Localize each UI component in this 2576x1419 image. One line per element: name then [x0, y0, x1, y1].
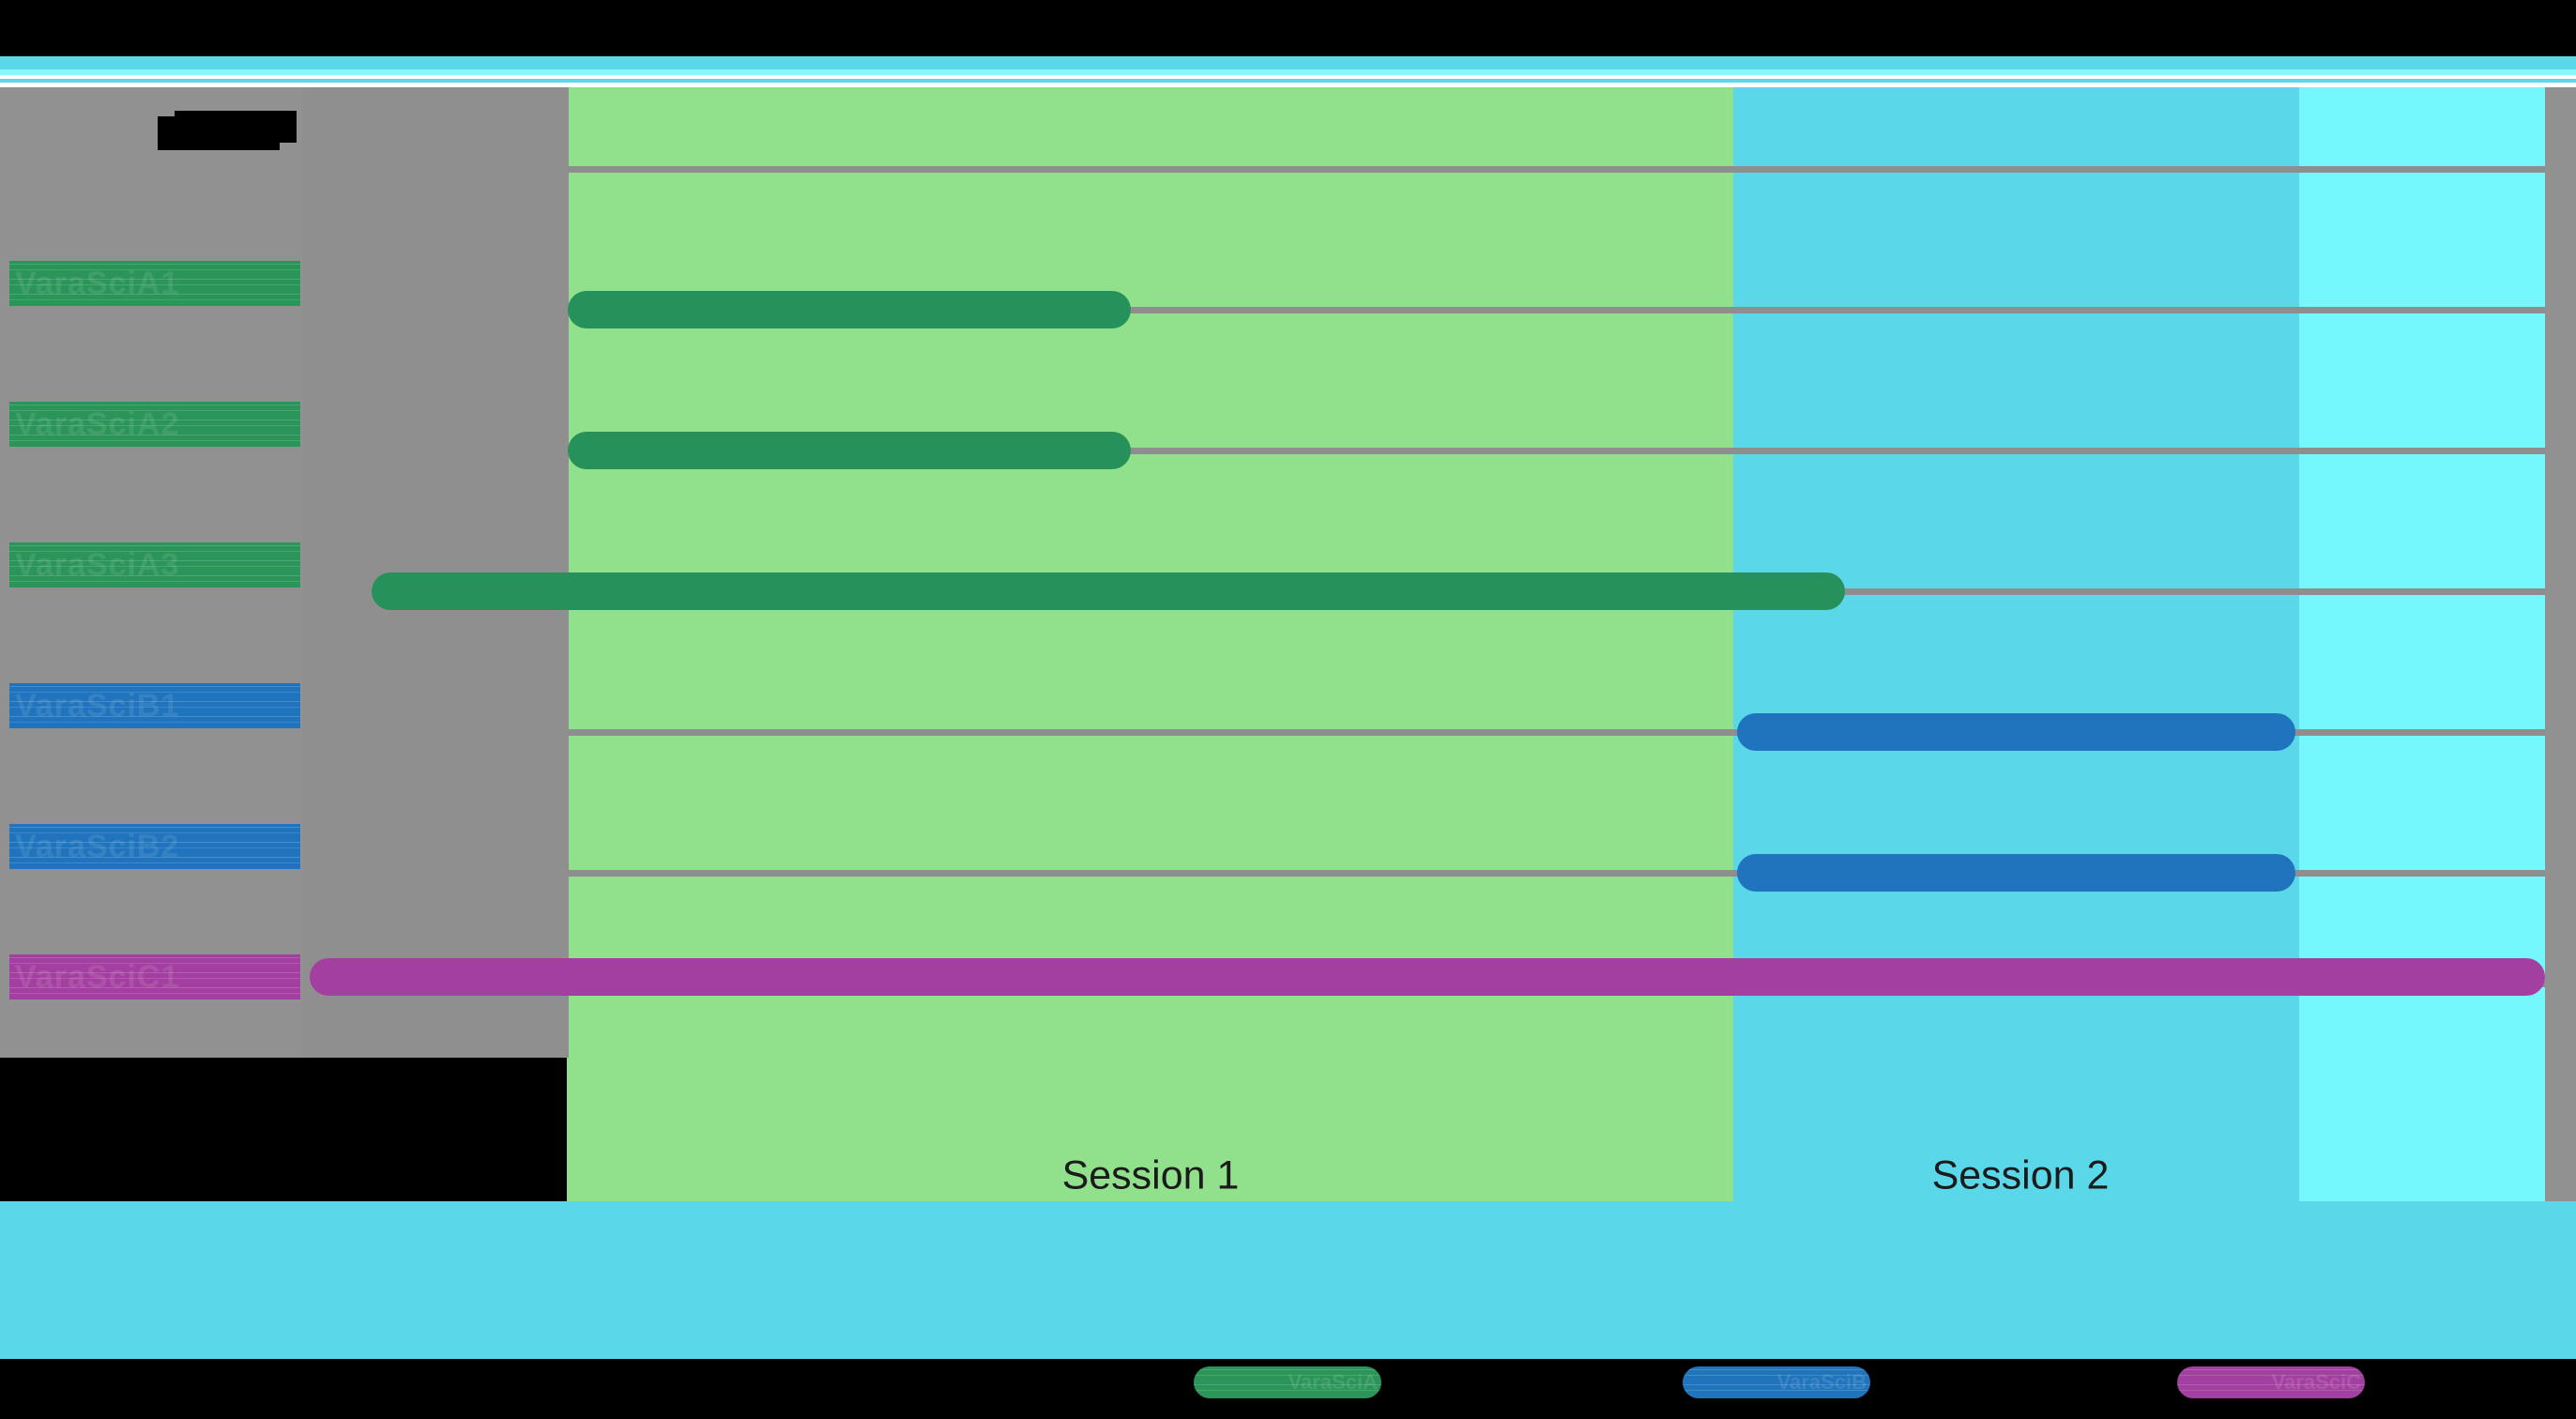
session-2-label: Session 2: [1931, 1152, 2110, 1198]
row-label-varasci-c1: VaraSciC1: [9, 954, 300, 999]
bar-varasci-a2[interactable]: [568, 432, 1131, 469]
row-label-varasci-b1: VaraSciB1: [9, 683, 300, 728]
top-rail-cyan-2: [0, 79, 2576, 83]
footer-strip: [0, 1201, 2576, 1375]
gridline-4: [567, 729, 2545, 736]
chart-legend: VaraSciA VaraSciB VaraSciC: [0, 1359, 2576, 1419]
gridline-5: [567, 870, 2545, 877]
gridline-1: [567, 307, 2545, 313]
session-band-1: [567, 87, 1733, 1201]
legend-swatch-varasci-c[interactable]: VaraSciC: [2177, 1366, 2365, 1398]
session-1-label: Session 1: [1061, 1152, 1240, 1198]
bar-varasci-b1[interactable]: [1737, 713, 2295, 751]
legend-swatch-varasci-a[interactable]: VaraSciA: [1194, 1366, 1381, 1398]
top-rail-cyan: [0, 56, 2576, 69]
right-margin: [2545, 87, 2576, 1290]
top-letterbox: [0, 0, 2576, 56]
bar-varasci-b2[interactable]: [1737, 854, 2295, 892]
row-label-varasci-a3: VaraSciA3: [9, 542, 300, 587]
legend-swatch-varasci-b[interactable]: VaraSciB: [1683, 1366, 1870, 1398]
top-rail-white: [0, 75, 2576, 79]
bar-varasci-a3[interactable]: [372, 572, 1845, 610]
bar-varasci-a1[interactable]: [568, 291, 1131, 328]
gridline-2: [567, 448, 2545, 454]
session-band-2: [1733, 87, 2299, 1201]
top-rail-white-2: [0, 83, 2576, 87]
chart-title-redacted: [158, 111, 297, 150]
row-label-varasci-a1: VaraSciA1: [9, 261, 300, 306]
session-band-3: [2299, 87, 2545, 1201]
row-label-varasci-a2: VaraSciA2: [9, 402, 300, 447]
plot-area: VaraSciA1 VaraSciA2 VaraSciA3 VaraSciB1 …: [0, 87, 2576, 1290]
top-rail-lightcyan: [0, 69, 2576, 75]
bar-varasci-c1[interactable]: [310, 958, 2545, 996]
gridline-0: [567, 166, 2545, 173]
row-label-varasci-b2: VaraSciB2: [9, 824, 300, 869]
